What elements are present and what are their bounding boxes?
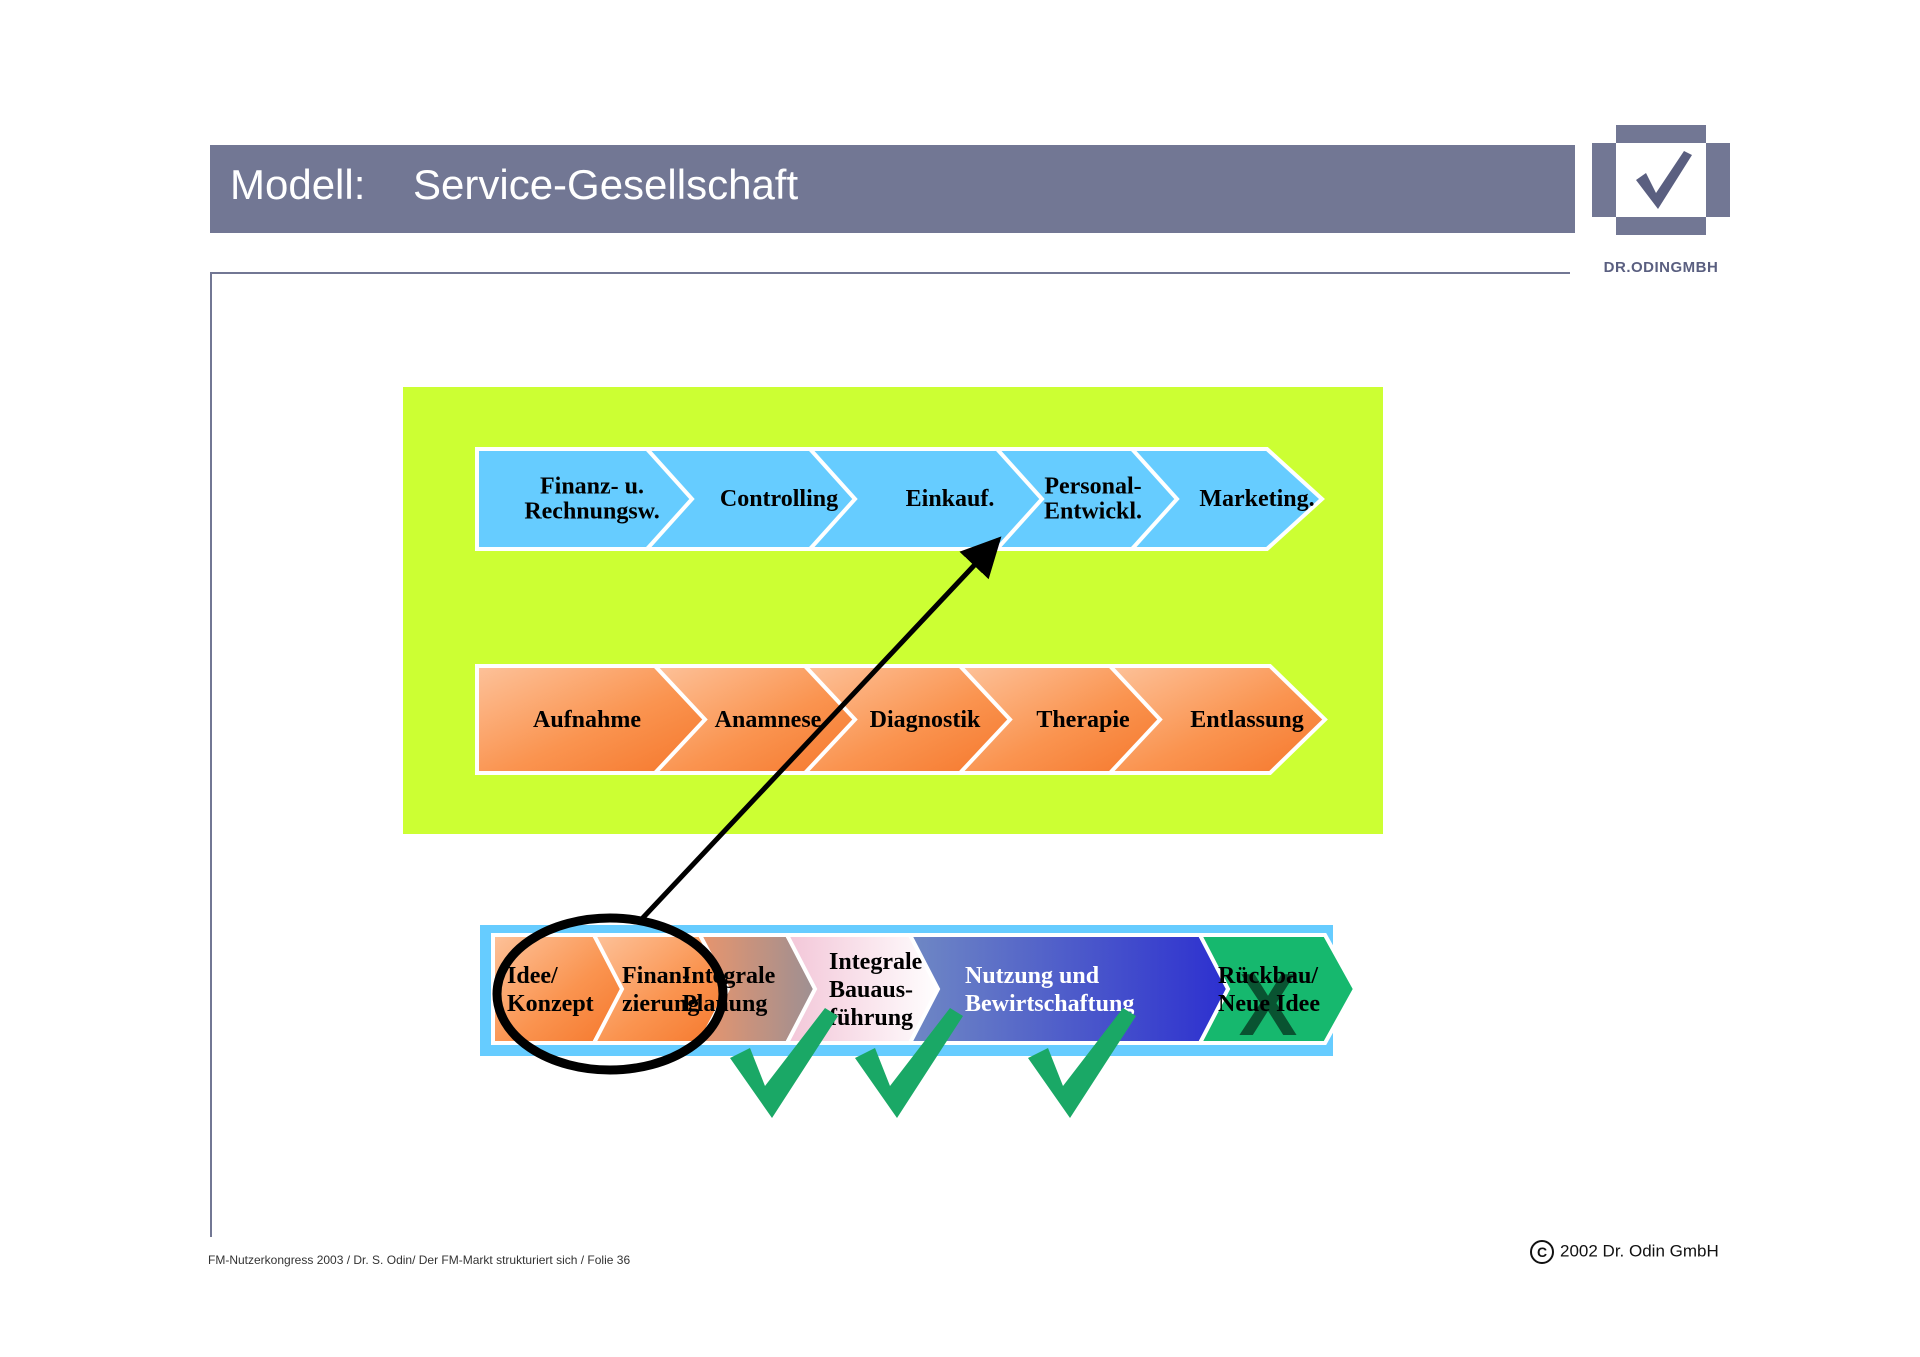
clinical-step-5: Entlassung xyxy=(1105,664,1328,775)
title-prefix: Modell: xyxy=(230,161,366,208)
support-label-4-1: Personal- xyxy=(1044,474,1141,500)
left-divider xyxy=(210,272,212,1237)
lifecycle-label-2-2: zierung xyxy=(622,991,699,1017)
support-step-5: Marketing. xyxy=(1127,447,1325,551)
support-chevron-5 xyxy=(1127,447,1325,551)
x-mark-icon: X xyxy=(1239,955,1298,1054)
logo-frame xyxy=(1592,125,1730,235)
support-label-3-1: Einkauf. xyxy=(906,486,995,512)
lifecycle-label-3-1: Integrale xyxy=(682,963,776,989)
lifecycle-label-4-3: führung xyxy=(829,1005,913,1031)
copyright-text: 2002 Dr. Odin GmbH xyxy=(1560,1241,1719,1261)
copyright-icon: C xyxy=(1530,1240,1554,1264)
lifecycle-label-5-2: Bewirtschaftung xyxy=(965,991,1134,1017)
footer-copyright: C 2002 Dr. Odin GmbH xyxy=(1530,1240,1719,1264)
lifecycle-step-6: Rückbau/Neue Idee xyxy=(1196,933,1358,1045)
footer-citation: FM-Nutzerkongress 2003 / Dr. S. Odin/ De… xyxy=(208,1253,631,1267)
support-label-1-2: Rechnungsw. xyxy=(524,499,659,525)
support-label-1-1: Finanz- u. xyxy=(540,474,644,500)
lifecycle-step-1: Idee/Konzept xyxy=(491,933,627,1045)
clinical-label-3-1: Diagnostik xyxy=(870,707,981,733)
lifecycle-step-2: Finan-zierung xyxy=(590,933,733,1045)
checkmark-icon xyxy=(1636,151,1692,209)
support-label-4-2: Entwickl. xyxy=(1044,499,1142,525)
lifecycle-label-6-2: Neue Idee xyxy=(1218,991,1320,1017)
clinical-label-5-1: Entlassung xyxy=(1190,707,1303,733)
lifecycle-label-4-2: Bauaus- xyxy=(829,977,913,1003)
connection-arrow xyxy=(636,536,1002,925)
company-logo xyxy=(1592,125,1730,235)
lifecycle-chevron-6 xyxy=(1196,933,1358,1045)
checkmark-icon xyxy=(855,1008,963,1118)
lifecycle-label-1-1: Idee/ xyxy=(507,963,558,989)
support-label-2-1: Controlling xyxy=(720,486,838,512)
highlight-ellipse xyxy=(492,913,728,1075)
clinical-label-1-1: Aufnahme xyxy=(533,707,641,733)
logo-text: DR.ODINGMBH xyxy=(1603,259,1719,276)
lifecycle-label-5-1: Nutzung und xyxy=(965,963,1100,989)
clinical-chevron-5 xyxy=(1105,664,1328,775)
title-bar: Modell: Service-Gesellschaft xyxy=(210,145,1575,233)
checkmark-icon xyxy=(1028,1008,1136,1118)
clinical-label-4-1: Therapie xyxy=(1036,707,1130,733)
support-label-5-1: Marketing. xyxy=(1199,486,1314,512)
lifecycle-chevron-5 xyxy=(906,933,1233,1045)
lifecycle-label-1-2: Konzept xyxy=(507,991,594,1017)
checkmark-icon xyxy=(730,1008,838,1118)
clinical-label-2-1: Anamnese xyxy=(715,707,822,733)
page-title: Service-Gesellschaft xyxy=(413,161,799,208)
lifecycle-label-2-1: Finan- xyxy=(622,963,690,989)
lifecycle-label-4-1: Integrale xyxy=(829,949,923,975)
lifecycle-label-6-1: Rückbau/ xyxy=(1218,963,1318,989)
header-divider xyxy=(210,272,1570,274)
